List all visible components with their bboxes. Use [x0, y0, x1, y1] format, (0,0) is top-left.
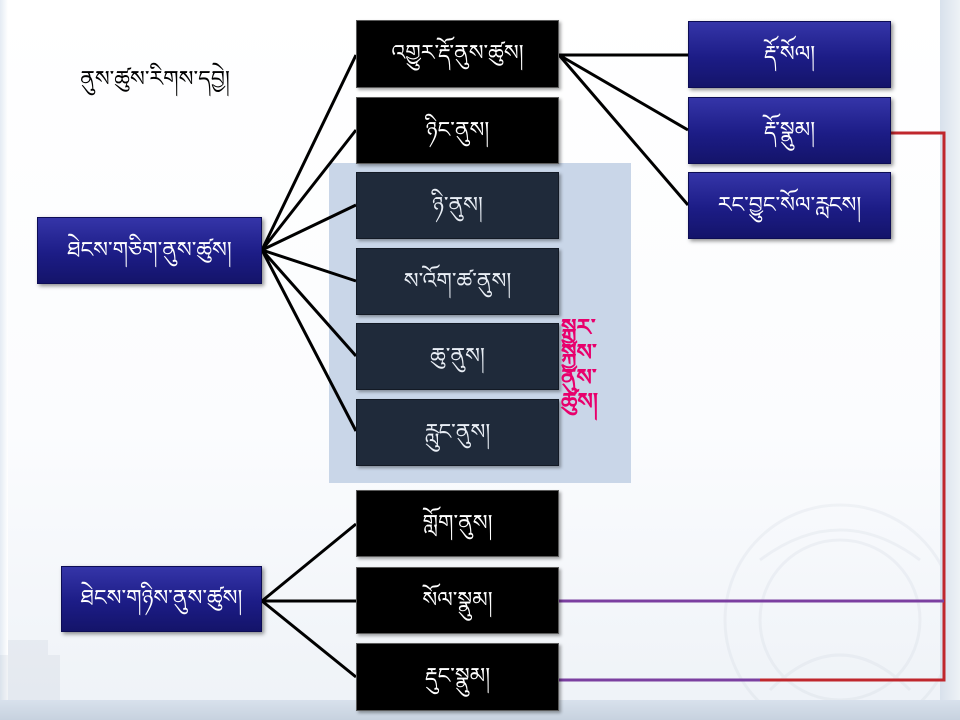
connector-fossil-natural-gas [557, 54, 690, 206]
connector-root1-sun [260, 129, 358, 251]
node-solar-energy: ཉི་ནུས། [356, 172, 559, 239]
connector-root1-solar [261, 203, 357, 252]
node-oil: རྡོ་སྣུམ། [688, 97, 891, 164]
connector-root1-fossil [260, 54, 358, 251]
slide-left-strip [0, 0, 8, 720]
node-electric-energy: གློག་ནུས། [356, 490, 559, 557]
renewable-label-line-4: ཚུས། [561, 389, 599, 416]
node-sun-energy: ཉིང་ནུས། [356, 97, 559, 164]
node-fossil-energy: འགྱུར་རྡོ་ནུས་ཚུས། [356, 20, 559, 88]
connector-root1-biomass [261, 248, 357, 283]
page-title: ནུས་ཚུས་རིགས་དབྱེ། [80, 67, 230, 92]
node-wind-energy: རླུང་ནུས། [356, 399, 559, 466]
connector-root2-diesel [261, 599, 357, 679]
node-coal: རྡོ་སོལ། [688, 21, 891, 88]
node-diesel: རྡུང་སྣུམ། [356, 643, 559, 711]
connector-root1-water [260, 249, 358, 357]
root-primary-energy: ཐེངས་གཅིག་ནུས་ཚུས། [37, 217, 262, 284]
node-natural-gas: རང་བྱུང་སོལ་རླངས། [688, 172, 891, 239]
node-gasoline: སོལ་སྣུམ། [356, 567, 559, 634]
renewable-label-line-2: སྐྱེས་ [561, 339, 597, 366]
root-secondary-energy: ཐེངས་གཉིས་ནུས་ཚུས། [61, 566, 262, 632]
connector-root2-electric [261, 522, 357, 603]
connector-root1-wind [260, 249, 358, 432]
renewable-label-line-3: ནུས་ [561, 364, 597, 391]
node-geothermal-energy: ས་འོག་ཚ་ནུས། [356, 248, 559, 315]
renewable-label-line-1: སྐྱར་ [561, 315, 596, 341]
node-water-energy: ཆུ་ནུས། [356, 323, 559, 390]
connector-fossil-oil [558, 53, 689, 132]
renewable-energy-label: སྐྱར་ སྐྱེས་ ནུས་ ཚུས། [561, 316, 637, 415]
